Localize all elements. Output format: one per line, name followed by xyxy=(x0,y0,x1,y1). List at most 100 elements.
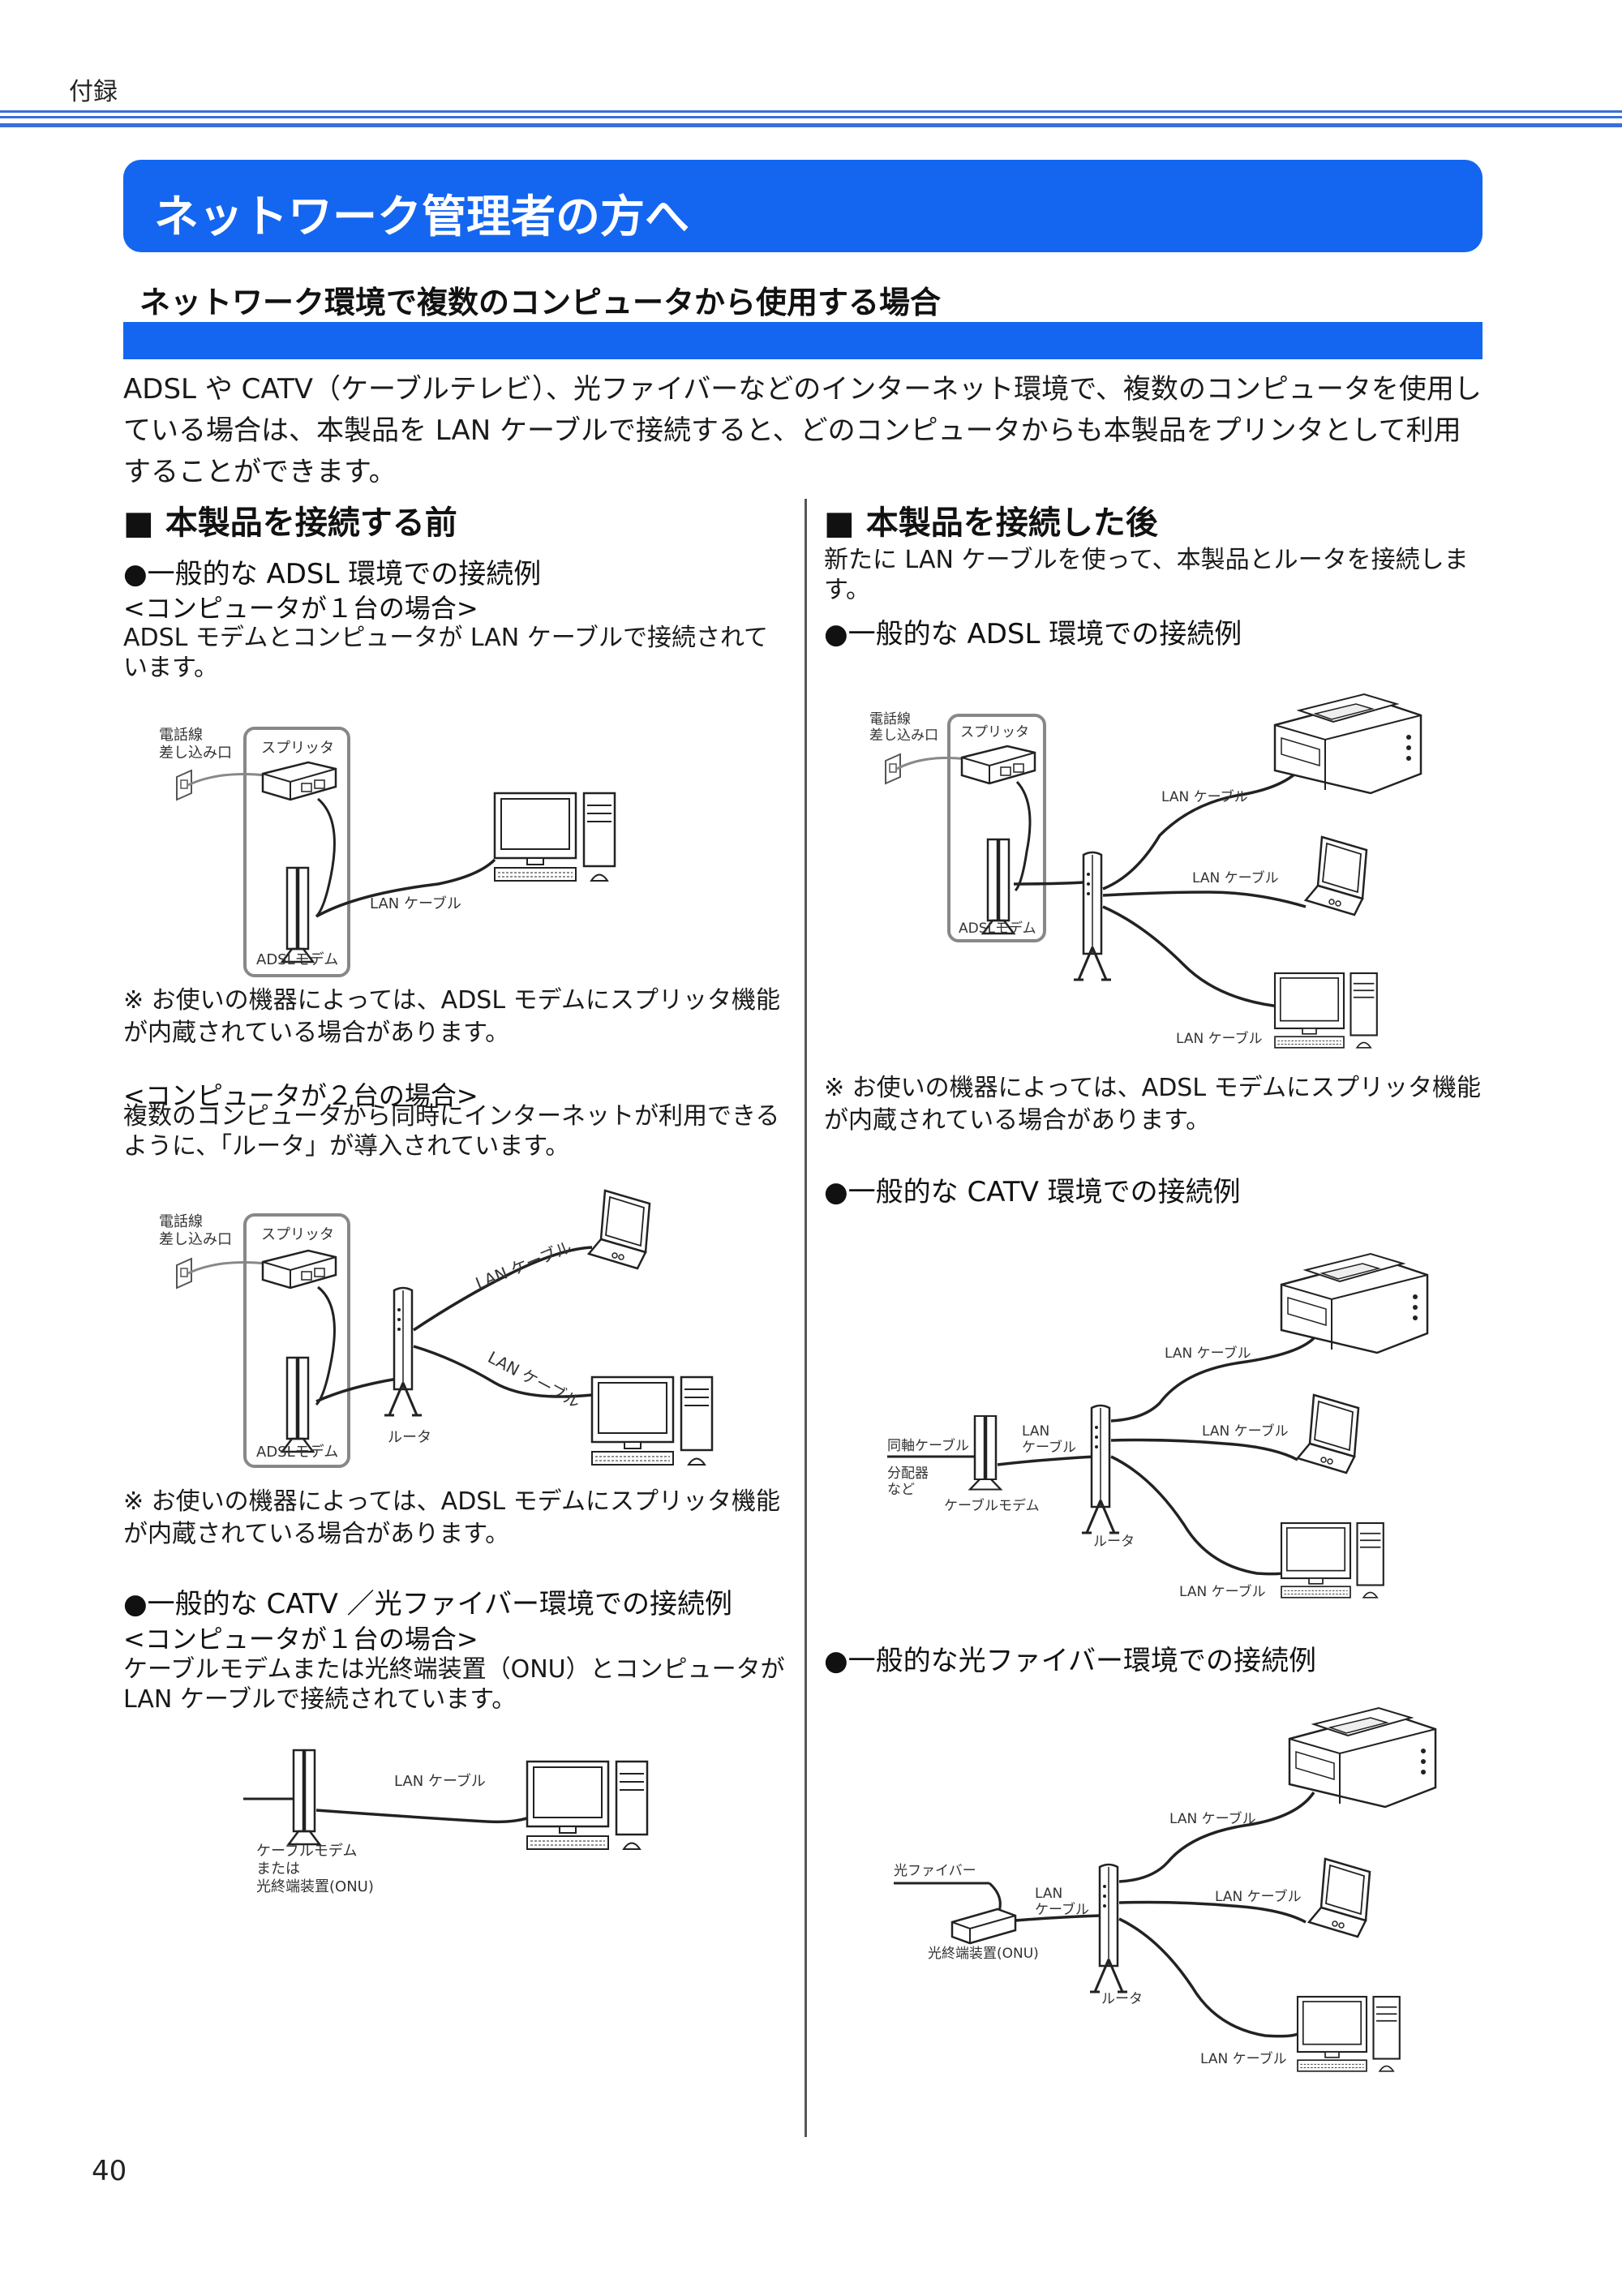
left-note-1: ※ お使いの機器によっては、ADSL モデムにスプリッタ機能が内蔵されている場合… xyxy=(123,986,780,1047)
splitter-label: スプリッタ xyxy=(960,724,1029,740)
left-catv-one-pc-heading: <コンピュータが１台の場合> xyxy=(123,1624,478,1654)
adsl-modem-label: ADSLモデム xyxy=(256,951,338,968)
diagram-after-fiber: 光ファイバー 光終端装置(ONU) LAN ケーブル ルータ LAN ケーブル … xyxy=(894,1706,1437,2072)
lan-cable-label-laptop: LAN ケーブル xyxy=(1215,1888,1302,1905)
lan-cable-label-pc: LAN ケーブル xyxy=(1179,1583,1266,1600)
lan-label: LAN xyxy=(1035,1886,1062,1902)
splitter-group-frame xyxy=(243,1213,350,1468)
diagram-adsl-two-pc: 電話線 差し込み口 スプリッタ ADSLモデム ルータ LAN ケーブル LAN… xyxy=(159,1189,714,1468)
right-intro-text: 新たに LAN ケーブルを使って、本製品とルータを接続します。 xyxy=(824,546,1469,604)
lan-cable-label: LAN ケーブル xyxy=(394,1772,486,1790)
header-rule-mid xyxy=(0,116,1622,118)
lan-cable-line xyxy=(315,858,496,918)
printer-icon xyxy=(1280,1252,1429,1354)
computer-icon xyxy=(526,1760,649,1851)
splitter-to-modem-cable xyxy=(315,1285,336,1406)
phone-jack-label: 差し込み口 xyxy=(159,745,232,762)
router-to-printer-cable xyxy=(1102,762,1307,891)
adsl-modem-label: ADSLモデム xyxy=(959,920,1036,937)
lan-cable-label-pc: LAN ケーブル xyxy=(1176,1030,1263,1047)
right-heading: ■ 本製品を接続した後 xyxy=(824,504,1158,542)
diagram-adsl-one-pc: 電話線 差し込み口 スプリッタ ADSLモデム LAN ケーブル xyxy=(159,727,616,977)
phone-cable xyxy=(896,757,968,770)
left-catv-heading: ●一般的な CATV ／光ファイバー環境での接続例 xyxy=(123,1588,732,1620)
lan-cable-label-lower: LAN ケーブル xyxy=(485,1347,584,1412)
right-catv-heading: ●一般的な CATV 環境での接続例 xyxy=(824,1176,1241,1208)
left-adsl-heading: ●一般的な ADSL 環境での接続例 xyxy=(123,558,542,590)
left-one-pc-heading: <コンピュータが１台の場合> xyxy=(123,593,478,624)
right-fiber-heading: ●一般的な光ファイバー環境での接続例 xyxy=(824,1645,1316,1677)
column-divider xyxy=(805,499,807,2137)
left-catv-one-pc-text: ケーブルモデムまたは光終端装置（ONU）とコンピュータが LAN ケーブルで接続… xyxy=(123,1655,785,1714)
modem-to-router-cable xyxy=(1013,881,1084,886)
section-label: 付録 xyxy=(69,78,118,106)
modem-to-router-cable xyxy=(315,1377,398,1403)
diagram-after-adsl: 電話線 差し込み口 スプリッタ ADSLモデム LAN ケーブル LAN ケーブ… xyxy=(869,693,1422,1049)
splitter-icon xyxy=(960,745,1036,785)
cable-modem-icon xyxy=(287,1749,321,1846)
phone-line-label: 電話線 xyxy=(159,727,203,744)
cm-or-onu-label-2: または xyxy=(256,1860,300,1878)
router-to-printer-cable xyxy=(1110,1337,1315,1423)
splitter-to-modem-cable xyxy=(315,797,336,918)
lan-cable-label-pc: LAN ケーブル xyxy=(1200,2050,1287,2067)
onu-icon xyxy=(950,1908,1017,1945)
adsl-modem-icon xyxy=(981,838,1015,935)
distributor-label-1: 分配器 xyxy=(887,1466,929,1482)
phone-jack-label: 差し込み口 xyxy=(869,727,938,744)
right-note: ※ お使いの機器によっては、ADSL モデムにスプリッタ機能が内蔵されている場合… xyxy=(824,1074,1481,1135)
left-two-pc-heading: <コンピュータが２台の場合> xyxy=(123,1080,478,1111)
splitter-icon xyxy=(261,761,337,801)
adsl-modem-icon xyxy=(281,1356,315,1453)
phone-line-label: 電話線 xyxy=(869,711,911,727)
router-label: ルータ xyxy=(1101,1991,1143,2007)
section-subtitle: ネットワーク環境で複数のコンピュータから使用する場合 xyxy=(139,285,942,320)
computer-icon xyxy=(1296,1995,1401,2072)
lan-cable-line xyxy=(315,1809,536,1824)
router-to-pc-cable xyxy=(1118,1917,1298,2038)
computer-icon xyxy=(493,792,616,882)
router-to-laptop-cable xyxy=(413,1246,593,1332)
adsl-modem-icon xyxy=(281,866,315,963)
cable-label: ケーブル xyxy=(1035,1901,1089,1918)
splitter-to-modem-cable xyxy=(1014,780,1032,892)
cm-or-onu-label-1: ケーブルモデム xyxy=(256,1842,358,1860)
diagram-catv-one-pc: LAN ケーブル ケーブルモデム または 光終端装置(ONU) xyxy=(243,1749,649,1895)
router-to-pc-cable xyxy=(413,1345,593,1398)
subtitle-bar xyxy=(123,322,1483,359)
phone-cable xyxy=(187,1261,267,1275)
phone-cable xyxy=(187,773,267,787)
left-one-pc-text: ADSL モデムとコンピュータが LAN ケーブルで接続されています。 xyxy=(123,624,769,682)
router-to-laptop-cable xyxy=(1118,1900,1307,1924)
left-two-pc-text: 複数のコンピュータから同時にインターネットが利用できるように、「ルータ」が導入さ… xyxy=(123,1102,780,1161)
page-number: 40 xyxy=(92,2155,127,2187)
router-to-pc-cable xyxy=(1110,1455,1290,1576)
phone-line-label: 電話線 xyxy=(159,1213,203,1230)
router-icon xyxy=(1088,1863,1129,1993)
lan-cable-label-printer: LAN ケーブル xyxy=(1161,788,1248,805)
header-rule-bottom xyxy=(0,123,1622,127)
lan-cable-label-laptop: LAN ケーブル xyxy=(1202,1423,1289,1440)
router-to-laptop-cable xyxy=(1110,1438,1298,1461)
computer-icon xyxy=(1280,1521,1384,1599)
laptop-icon xyxy=(1307,1857,1371,1938)
printer-icon xyxy=(1273,693,1422,795)
cable-label: ケーブル xyxy=(1022,1439,1076,1456)
router-to-laptop-cable xyxy=(1102,891,1307,908)
left-heading: ■ 本製品を接続する前 xyxy=(123,504,457,542)
modem-to-router-cable xyxy=(997,1455,1096,1466)
onu-to-router-cable xyxy=(1015,1914,1101,1922)
router-icon xyxy=(1080,1404,1121,1534)
splitter-label: スプリッタ xyxy=(261,740,334,757)
optical-fiber-label: 光ファイバー xyxy=(894,1863,976,1879)
router-icon xyxy=(1072,851,1113,981)
distributor-label-2: など xyxy=(887,1482,915,1498)
adsl-modem-label: ADSLモデム xyxy=(256,1444,338,1461)
header-rule-top xyxy=(0,110,1622,113)
lan-cable-label: LAN ケーブル xyxy=(370,895,461,912)
intro-paragraph: ADSL や CATV（ケーブルテレビ）、光ファイバーなどのインターネット環境で… xyxy=(123,373,1482,488)
cable-modem-icon xyxy=(968,1414,1002,1491)
splitter-group-frame xyxy=(243,727,350,977)
laptop-icon xyxy=(1304,835,1368,916)
computer-icon xyxy=(1273,972,1378,1049)
